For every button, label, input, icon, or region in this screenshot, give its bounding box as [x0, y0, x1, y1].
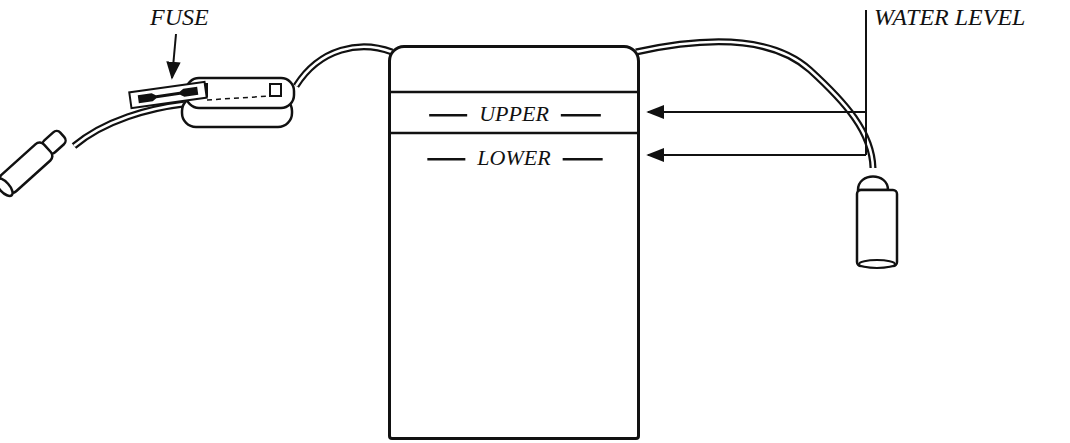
level-dash	[561, 114, 601, 117]
level-dash	[427, 158, 465, 161]
part-label: FUSE	[150, 4, 209, 30]
leader-line	[172, 34, 176, 78]
level-probe	[857, 177, 897, 269]
part-label: WATER LEVEL	[874, 4, 1025, 30]
plug	[0, 127, 70, 199]
leader-line	[648, 10, 866, 155]
level-dash	[563, 158, 603, 161]
band-line	[391, 91, 637, 94]
power-cable	[74, 47, 392, 146]
level-mark: UPPER	[479, 102, 549, 126]
sensor-cable	[636, 42, 873, 168]
fuse	[129, 82, 206, 108]
band-line	[391, 132, 637, 135]
level-dash	[429, 114, 467, 117]
water-bag: UPPER LOWER	[388, 45, 640, 440]
level-mark: LOWER	[477, 146, 550, 170]
